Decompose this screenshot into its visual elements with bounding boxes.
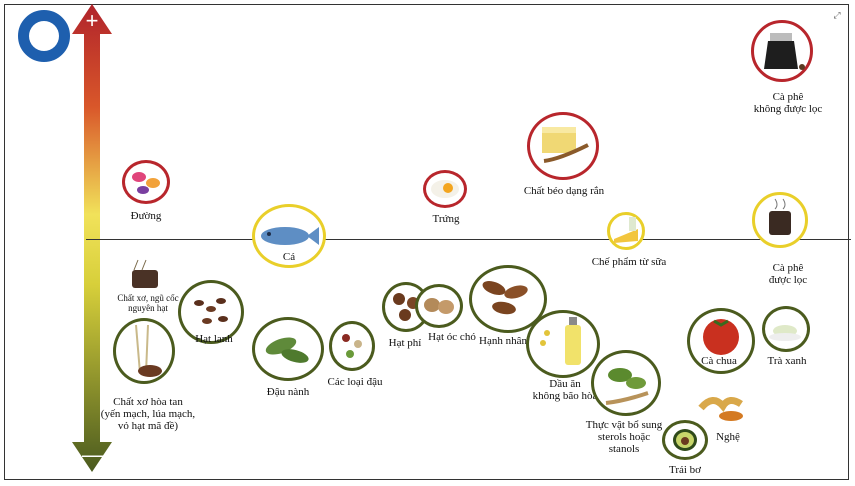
label-ca-chua: Cà chua: [701, 355, 737, 367]
dairy-circle: [607, 212, 645, 250]
fish-icon: [261, 227, 319, 245]
expand-icon[interactable]: ⤢: [833, 10, 841, 20]
legumes-circle: [329, 321, 375, 371]
label-che-pham-sua: Chế phẩm từ sữa: [591, 256, 667, 268]
logo-text: VIAM: [36, 52, 52, 58]
label-hat-phi: Hạt phỉ: [388, 337, 422, 349]
fish-circle: [252, 204, 326, 268]
label-ca: Cá: [282, 251, 296, 263]
tea-cup-icon: [769, 325, 801, 341]
label-line: không bão hòa: [532, 390, 598, 402]
egg-icon: [431, 180, 459, 198]
label-line: được lọc: [768, 274, 808, 286]
label-nghe: Nghệ: [716, 431, 740, 443]
tomato-icon: [703, 319, 739, 355]
label-dau-nanh: Đậu nành: [266, 386, 310, 398]
label-line: Thực vật bổ sung: [585, 419, 663, 431]
soybean-circle: [252, 317, 324, 381]
label-duong: Đường: [130, 210, 162, 222]
label-line: Cà phê: [772, 262, 804, 274]
label-line: Chất xơ, ngũ cốc: [117, 293, 179, 303]
sugar-circle: [122, 160, 170, 204]
walnut-icon: [424, 298, 454, 314]
leaf-molecule-icon: [605, 368, 649, 405]
label-line: nguyên hạt: [128, 303, 168, 313]
label-thuc-vat: Thực vật bổ sung sterols hoặc stanols: [580, 419, 668, 455]
label-line: Cà phê: [772, 91, 804, 103]
soybean-icon: [265, 337, 309, 363]
label-trai-bo: Trái bơ: [668, 464, 701, 476]
label-hat-lanh: Hạt lanh: [195, 333, 233, 345]
plus-sign: +: [85, 8, 99, 33]
cheese-icon: [614, 217, 638, 243]
label-line: Dầu ăn: [549, 378, 581, 390]
green-tea-circle: [762, 306, 810, 352]
oil-bottle-icon: [540, 317, 581, 365]
unfiltered-coffee-circle: [751, 20, 813, 82]
label-line: (yến mạch, lúa mạch,: [100, 408, 196, 420]
coffee-cup-icon: [769, 198, 791, 235]
viam-logo: VIAM: [18, 10, 70, 62]
minus-sign: —: [82, 442, 104, 467]
label-tra-xanh: Trà xanh: [767, 355, 807, 367]
label-line: stanols: [608, 443, 640, 455]
solid-fat-circle: [527, 112, 599, 180]
avocado-circle: [662, 420, 708, 460]
oil-circle: [526, 310, 600, 378]
butter-icon: [542, 127, 589, 163]
bread-icon: [132, 259, 158, 288]
caduceus-icon: VIAM: [29, 21, 59, 58]
label-cac-loai-dau: Các loại đậu: [327, 376, 383, 388]
almond-icon: [482, 281, 528, 315]
flaxseed-icon: [194, 298, 228, 324]
oat-icon: [135, 324, 162, 377]
frame: [4, 4, 849, 480]
label-chat-xo-hoa-tan: Chất xơ hòa tan (yến mạch, lúa mạch, vỏ …: [92, 396, 204, 432]
label-chat-xo-ngu-coc: Chất xơ, ngũ cốc nguyên hạt: [108, 293, 188, 313]
label-line: không được lọc: [753, 103, 823, 115]
label-ca-phe-khong-loc: Cà phê không được lọc: [748, 91, 828, 115]
label-line: vỏ hạt mã đề): [117, 420, 179, 432]
turmeric-icon: [698, 397, 743, 421]
flaxseed-circle: [178, 280, 244, 344]
coffee-pot-icon: [764, 33, 805, 70]
avocado-icon: [673, 429, 697, 451]
label-trung: Trứng: [432, 213, 460, 225]
baseline: [86, 239, 851, 240]
label-dau-an: Dầu ăn không bão hòa: [520, 378, 610, 402]
candy-icon: [132, 172, 160, 194]
turmeric-image: [697, 386, 747, 424]
label-chat-beo: Chất béo dạng rắn: [523, 185, 605, 197]
egg-circle: [423, 170, 467, 208]
walnut-circle: [415, 284, 463, 328]
label-ca-phe-loc: Cà phê được lọc: [748, 262, 828, 286]
whole-grain-image: [124, 256, 164, 296]
beans-icon: [342, 334, 362, 358]
label-line: sterols hoặc: [597, 431, 651, 443]
label-hanh-nhan: Hạnh nhân: [479, 335, 527, 347]
label-line: Chất xơ hòa tan: [113, 396, 183, 408]
filtered-coffee-circle: [752, 192, 808, 248]
sterols-circle: [591, 350, 661, 416]
tomato-circle: [687, 308, 755, 374]
soluble-fiber-circle: [113, 318, 175, 384]
label-hat-oc-cho: Hạt óc chó: [428, 331, 476, 343]
